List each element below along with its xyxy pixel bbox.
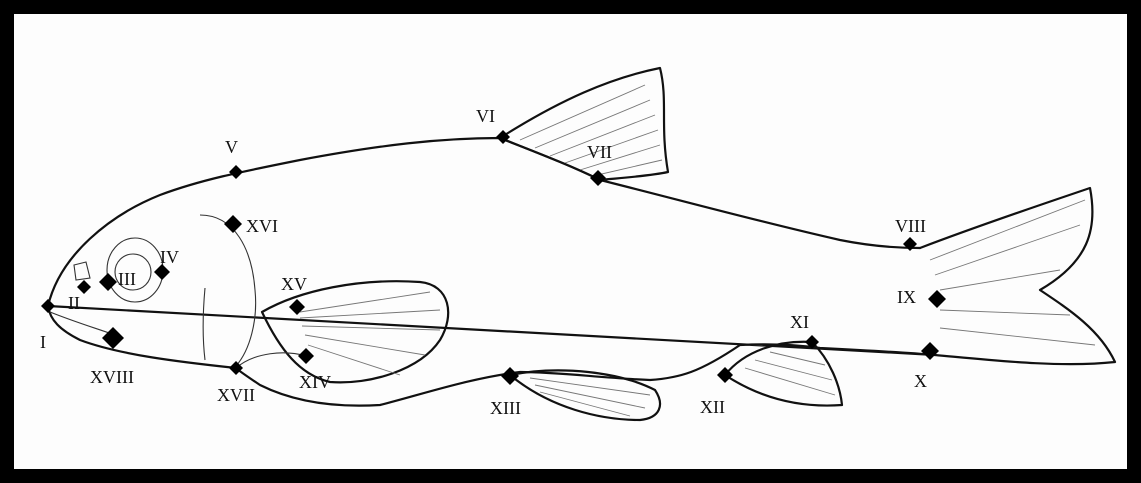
- landmark-label: XVI: [246, 216, 278, 236]
- dorsal-fin-rays: [520, 85, 662, 176]
- landmark-xviii: XVIII: [90, 327, 134, 387]
- landmark-marker: [224, 215, 242, 233]
- landmark-label: XV: [281, 274, 307, 294]
- landmark-xiii: XIII: [490, 367, 521, 418]
- pectoral-fin-rays: [300, 292, 440, 375]
- landmark-x: X: [914, 342, 939, 391]
- landmark-marker: [590, 170, 606, 186]
- landmark-label: XVIII: [90, 367, 134, 387]
- anal-fin: [725, 342, 842, 406]
- landmark-xi: XI: [790, 312, 819, 349]
- landmark-label: XI: [790, 312, 809, 332]
- landmark-marker: [928, 290, 946, 308]
- landmark-label: V: [225, 137, 238, 157]
- dorsal-fin: [500, 68, 668, 180]
- nostril: [74, 262, 90, 280]
- landmark-i: I: [40, 299, 55, 352]
- landmark-label: IX: [897, 287, 916, 307]
- operculum-line: [203, 288, 205, 360]
- landmark-v: V: [225, 137, 243, 179]
- landmark-marker: [229, 165, 243, 179]
- gill-cover: [200, 215, 256, 366]
- anal-fin-rays: [745, 352, 835, 395]
- landmark-label: VIII: [895, 216, 926, 236]
- caudal-fin-rays: [930, 200, 1095, 345]
- fish-drawing: [48, 68, 1115, 420]
- landmark-label: I: [40, 332, 46, 352]
- landmark-marker: [41, 299, 55, 313]
- landmark-label: VI: [476, 106, 495, 126]
- landmark-label: XIII: [490, 398, 521, 418]
- landmark-marker: [289, 299, 305, 315]
- landmark-marker: [102, 327, 124, 349]
- landmark-ix: IX: [897, 287, 946, 308]
- landmark-viii: VIII: [895, 216, 926, 251]
- landmark-marker: [501, 367, 519, 385]
- landmark-label: X: [914, 371, 927, 391]
- landmark-label: IV: [160, 247, 179, 267]
- body-outline: [48, 138, 935, 406]
- pectoral-fin: [262, 281, 448, 382]
- landmark-iii: III: [99, 269, 136, 291]
- landmark-label: XII: [700, 397, 725, 417]
- landmark-label: XVII: [217, 385, 255, 405]
- landmark-layer: IIIIIIIVVVIVIIVIIIIXXXIXIIXIIIXIVXVXVIXV…: [40, 106, 946, 418]
- caudal-fin: [920, 188, 1115, 364]
- landmark-label: II: [68, 293, 80, 313]
- landmark-marker: [77, 280, 91, 294]
- mouth-line: [50, 312, 112, 334]
- landmark-marker: [298, 348, 314, 364]
- pelvic-base: [236, 353, 306, 368]
- landmark-marker: [921, 342, 939, 360]
- landmark-xii: XII: [700, 367, 733, 417]
- landmark-marker: [99, 273, 117, 291]
- landmark-label: VII: [587, 142, 612, 162]
- landmark-xvi: XVI: [224, 215, 278, 236]
- landmark-label: XIV: [299, 372, 331, 392]
- landmark-label: III: [118, 269, 136, 289]
- pelvic-fin-rays: [530, 378, 650, 416]
